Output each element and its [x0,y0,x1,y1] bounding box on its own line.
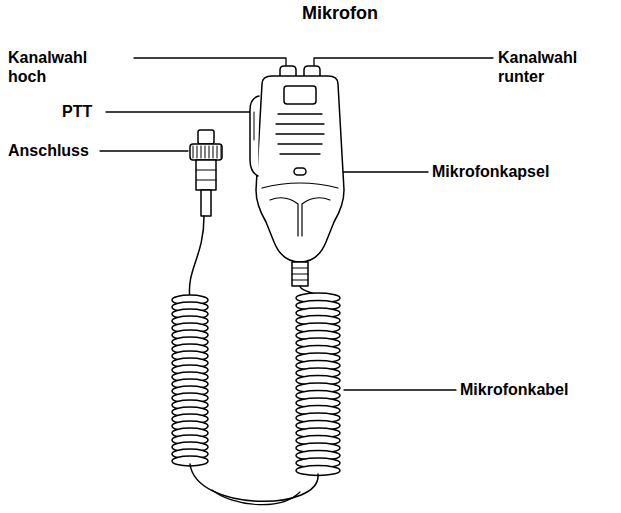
part-label: Anschluss [8,141,89,160]
microphone-body [256,76,344,262]
speaker-grille [276,114,324,154]
part-label: Mikrofonkabel [460,380,568,399]
leader-lines [100,58,493,390]
part-label: Mikrofonkapsel [432,162,549,181]
mic-capsule [294,168,306,175]
strain-relief [292,262,308,286]
connector [190,130,222,216]
display-window [284,86,316,104]
coil-right [296,293,340,476]
part-label: Kanalwahl runter [498,48,608,86]
coil-bottom-loop [190,464,318,501]
diagram-title: Mikrofon [240,4,440,23]
coil-left [172,295,208,466]
ptt-button [250,96,259,176]
part-label: PTT [62,102,92,121]
part-label: Kanalwahl hoch [8,48,118,86]
cable [189,216,204,300]
